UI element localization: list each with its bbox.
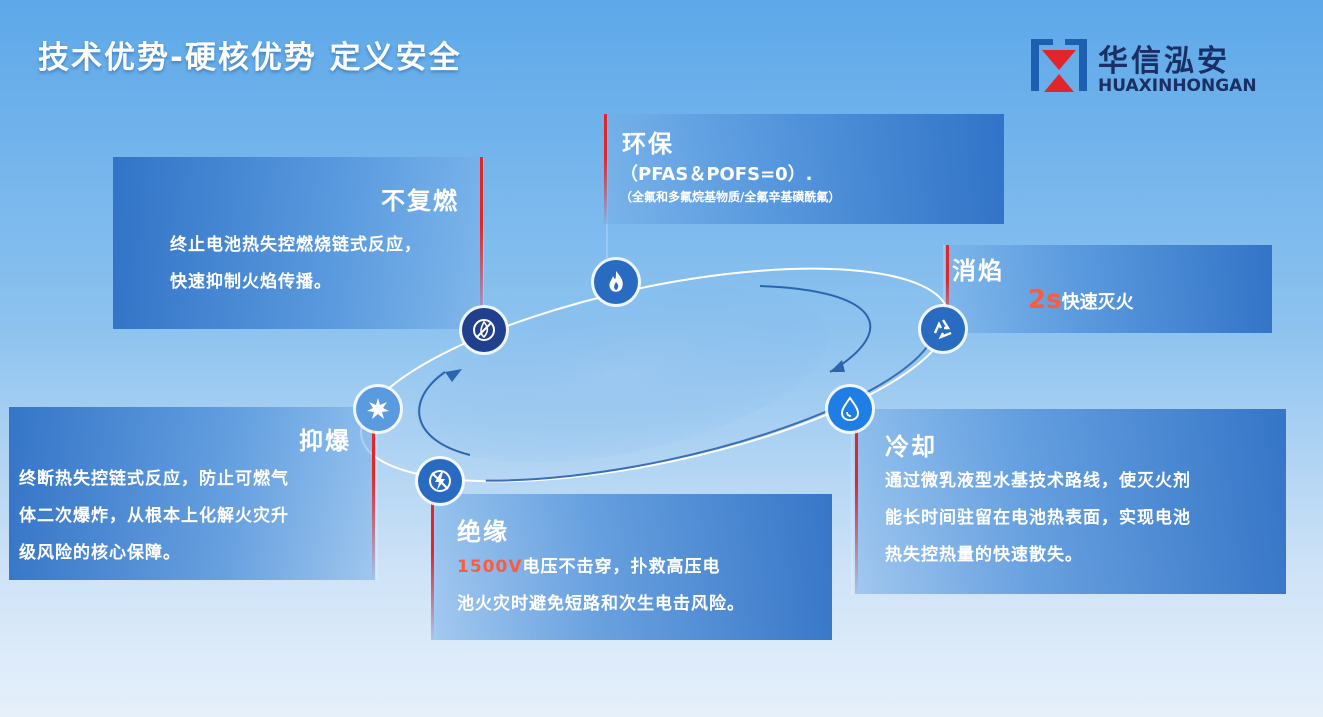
- card-text-line: （全氟和多氟烷基物质/全氟辛基磺酰氟）: [620, 190, 841, 204]
- arrow-head-left: [445, 369, 462, 382]
- card-text-line: 终止电池热失控燃烧链式反应，: [170, 235, 422, 255]
- card-text-line: （PFAS＆POFS=0）.: [620, 164, 813, 185]
- card-title: 消焰: [952, 257, 1004, 285]
- recycle-icon: [921, 307, 965, 351]
- card-text-line: 终断热失控链式反应，防止可燃气: [19, 469, 289, 489]
- lightning-icon: [418, 459, 462, 503]
- page-title: 技术优势-硬核优势 定义安全: [38, 40, 462, 76]
- card-title: 抑爆: [299, 427, 351, 455]
- card-title: 绝缘: [457, 518, 509, 546]
- explosion-icon: [356, 387, 400, 431]
- card-suppress: 抑爆 终断热失控链式反应，防止可燃气 体二次爆炸，从根本上化解火灾升 级风险的核…: [9, 407, 375, 580]
- accent-bar: [480, 157, 483, 329]
- accent-bar: [431, 494, 434, 640]
- flame-icon: [594, 260, 638, 304]
- water-drop-icon: [828, 387, 872, 431]
- card-insulation: 绝缘 1500V电压不击穿，扑救高压电 池火灾时避免短路和次生电击风险。: [431, 494, 832, 640]
- inner-glow: [415, 287, 829, 463]
- card-text-line: 2s快速灭火: [1028, 285, 1134, 315]
- no-fire-icon: [462, 308, 506, 352]
- accent-bar: [372, 407, 375, 580]
- card-text: 快速灭火: [1061, 292, 1134, 313]
- card-title: 冷却: [885, 433, 937, 461]
- card-text: 电压不击穿，扑救高压电: [522, 557, 721, 577]
- card-text-line: 1500V电压不击穿，扑救高压电: [457, 549, 720, 586]
- card-text-line: 体二次爆炸，从根本上化解火灾升: [19, 506, 289, 526]
- card-text-line: 通过微乳液型水基技术路线，使灭火剂: [885, 471, 1191, 491]
- card-cooling: 冷却 通过微乳液型水基技术路线，使灭火剂 能长时间驻留在电池热表面，实现电池 热…: [855, 409, 1286, 594]
- card-text-line: 级风险的核心保障。: [19, 543, 181, 563]
- accent-bar: [855, 409, 858, 594]
- inner-arc-right: [759, 285, 872, 373]
- arrow-head-right: [830, 360, 845, 372]
- brand-name-cn: 华信泓安: [1098, 44, 1230, 79]
- logo-mark-icon: [1031, 39, 1087, 92]
- brand-name-en: HUAXINHONGAN: [1098, 76, 1257, 96]
- accent-bar: [604, 114, 607, 224]
- card-text-line: 热失控热量的快速散失。: [885, 545, 1083, 565]
- accent-bar: [946, 245, 949, 333]
- card-title: 不复燃: [381, 187, 459, 215]
- highlight-value: 1500V: [457, 557, 523, 577]
- card-text-line: 快速抑制火焰传播。: [170, 272, 332, 292]
- card-extinguish: 消焰 2s快速灭火: [946, 245, 1272, 333]
- card-eco: 环保 （PFAS＆POFS=0）. （全氟和多氟烷基物质/全氟辛基磺酰氟）: [604, 114, 1004, 224]
- card-no-reignite: 不复燃 终止电池热失控燃烧链式反应， 快速抑制火焰传播。: [113, 157, 483, 329]
- inner-arc-left: [418, 371, 471, 456]
- brand-logo: 华信泓安 HUAXINHONGAN: [1028, 36, 1268, 100]
- highlight-value: 2s: [1028, 285, 1062, 315]
- card-text-line: 池火灾时避免短路和次生电击风险。: [457, 594, 745, 614]
- card-text-line: 能长时间驻留在电池热表面，实现电池: [885, 508, 1191, 528]
- card-title: 环保: [622, 130, 674, 158]
